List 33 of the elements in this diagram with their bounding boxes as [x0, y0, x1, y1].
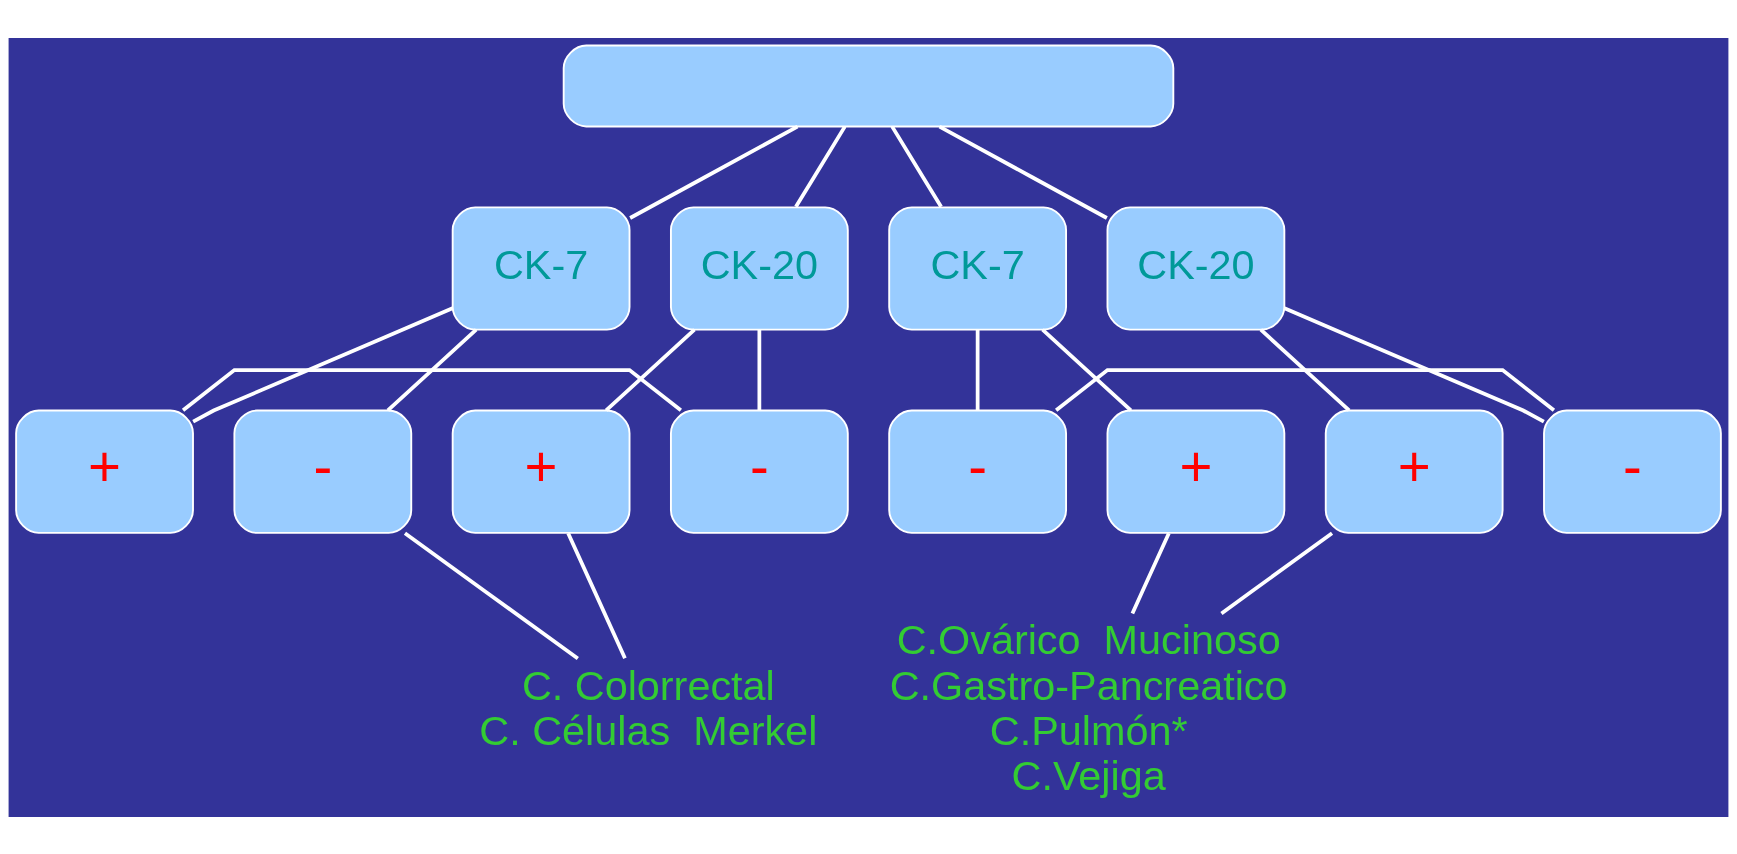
node-box: - — [233, 409, 413, 534]
connector — [1055, 367, 1556, 412]
connector — [403, 531, 579, 660]
node-box: + — [1324, 409, 1504, 534]
connector — [1041, 327, 1133, 412]
connector — [1283, 306, 1545, 423]
connector — [192, 306, 454, 423]
connector — [1220, 531, 1334, 615]
node-box: + — [15, 409, 194, 534]
connector — [975, 329, 980, 410]
node-box: CK-20 — [670, 205, 849, 331]
connector — [938, 124, 1108, 220]
node-box: - — [670, 409, 849, 534]
connector — [629, 124, 799, 220]
node-box: + — [1106, 409, 1286, 534]
node-box — [562, 44, 1175, 127]
node-box: - — [888, 409, 1067, 534]
connector — [794, 125, 847, 208]
connector — [566, 531, 627, 659]
connector — [757, 329, 762, 410]
connector — [181, 367, 682, 412]
connector — [890, 125, 943, 208]
connector — [1130, 531, 1171, 614]
node-text: C.Ovárico Mucinoso C.Gastro-Pancreatico C.Pulmón* C.Vejiga — [889, 616, 1288, 799]
node-box: CK-7 — [888, 205, 1067, 331]
connector — [1259, 327, 1351, 412]
node-box: CK-20 — [1106, 205, 1286, 331]
node-box: + — [451, 409, 631, 534]
connector — [604, 327, 696, 412]
node-box: - — [1543, 409, 1722, 534]
node-text: C. Colorrectal C. Células Merkel — [479, 662, 818, 754]
node-box: CK-7 — [451, 205, 631, 331]
connector — [386, 327, 478, 412]
